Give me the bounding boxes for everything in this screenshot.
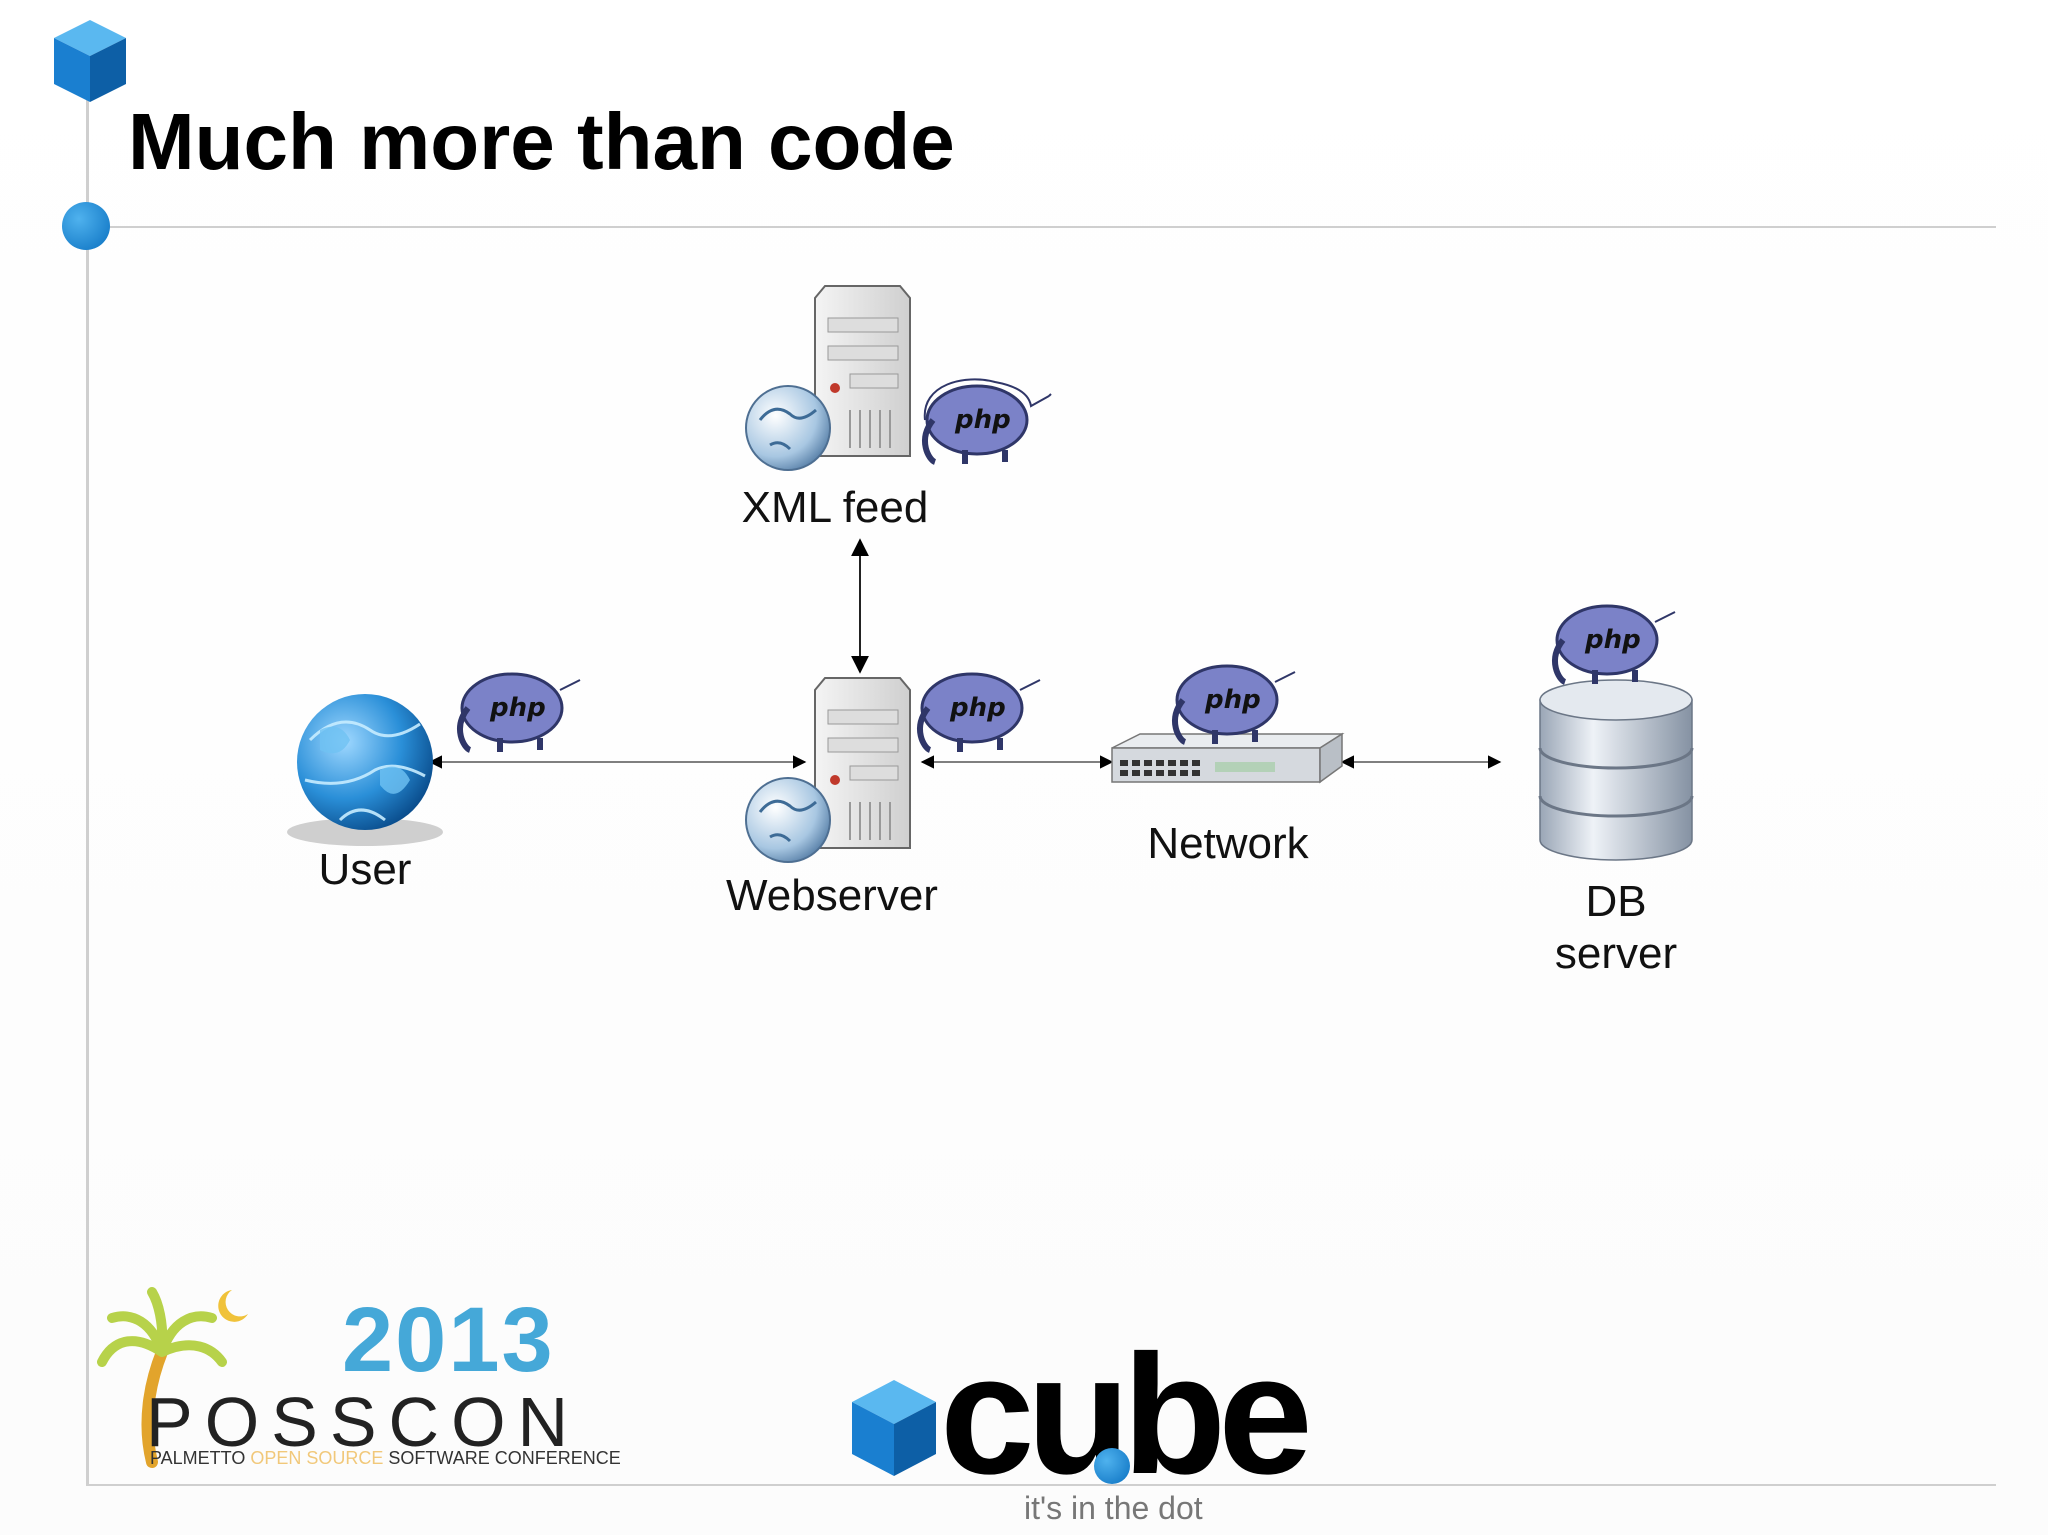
svg-text:php: php — [1584, 625, 1641, 655]
network-switch-icon — [1111, 732, 1345, 784]
php-elephant-icon-db-server: php — [1552, 604, 1676, 685]
svg-text:php: php — [1204, 685, 1261, 715]
title-rule — [86, 226, 1996, 228]
posscon-sub-3: SOFTWARE CONFERENCE — [383, 1448, 621, 1468]
timeline-dot — [62, 202, 110, 250]
node-label-db-line1: DB — [1585, 877, 1647, 926]
php-elephant-icon-webserver: php — [917, 672, 1041, 753]
node-label-db-line2: server — [1554, 929, 1678, 978]
cube-brand-dot — [1094, 1448, 1130, 1484]
svg-text:php: php — [949, 693, 1006, 723]
node-label-xml-feed: XML feed — [741, 483, 929, 532]
left-rule — [86, 85, 89, 1485]
cube-brand-logo-icon — [852, 1380, 936, 1476]
posscon-year: 2013 — [342, 1289, 555, 1391]
page-title: Much more than code — [128, 97, 955, 186]
posscon-sub-1: PALMETTO — [150, 1448, 251, 1468]
php-elephant-icon-xml-feed: php — [922, 378, 1052, 465]
cube-logo-icon — [54, 20, 126, 102]
posscon-subtitle: PALMETTO OPEN SOURCE SOFTWARE CONFERENCE — [150, 1448, 621, 1469]
node-label-network: Network — [1147, 819, 1309, 868]
cube-tagline: it's in the dot — [1024, 1490, 1203, 1526]
posscon-name: POSSCON — [146, 1383, 581, 1461]
posscon-sub-2: OPEN SOURCE — [250, 1448, 384, 1468]
php-elephant-icon-user: php — [457, 672, 581, 753]
node-label-user: User — [318, 845, 412, 894]
footer-rule — [86, 1484, 1996, 1486]
node-label-webserver: Webserver — [726, 871, 938, 920]
palm-tree-logo-icon — [97, 1287, 248, 1468]
webserver-server-icon — [745, 677, 911, 863]
database-icon — [1538, 679, 1694, 861]
user-globe-icon — [287, 694, 443, 846]
svg-text:php: php — [954, 405, 1011, 435]
xml-feed-server-icon — [745, 285, 911, 471]
php-elephant-icon-network: php — [1172, 664, 1296, 745]
svg-text:php: php — [489, 693, 546, 723]
